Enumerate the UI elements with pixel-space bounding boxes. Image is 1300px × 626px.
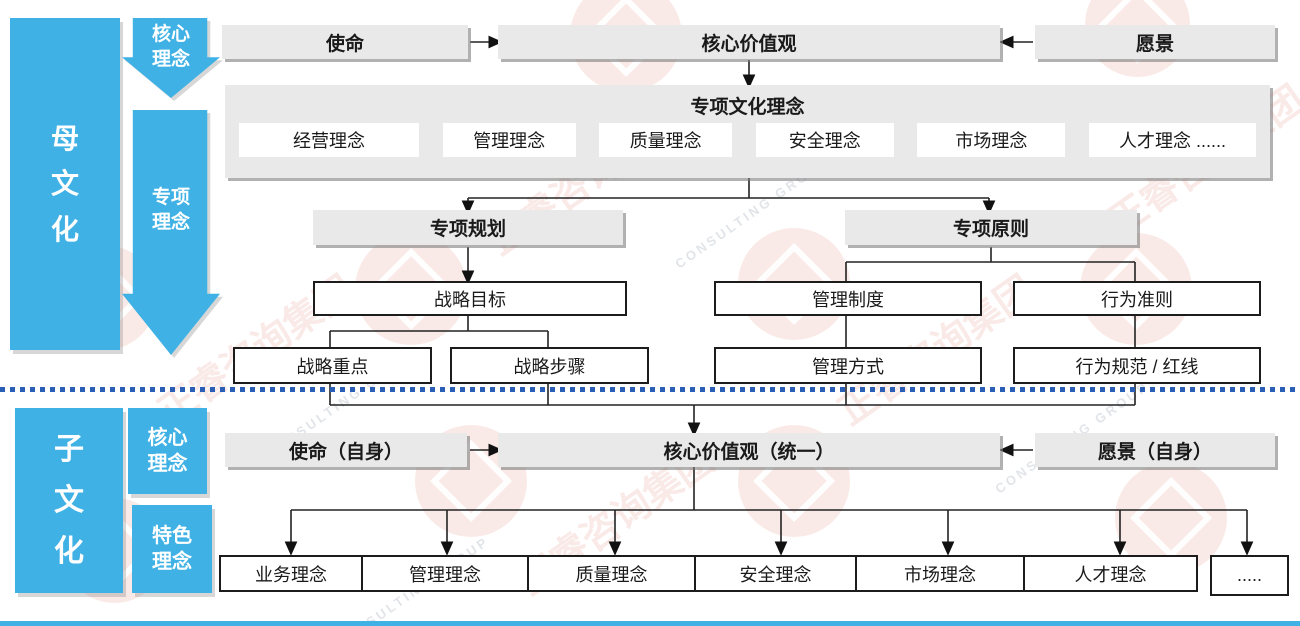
parent-culture-bar: 母文化 bbox=[10, 18, 120, 350]
container-special-culture: 专项文化理念 经营理念 管理理念 质量理念 安全理念 市场理念 人才理念 ...… bbox=[225, 85, 1270, 178]
box-strategic-goal: 战略目标 bbox=[313, 281, 627, 316]
box-behavior-norms: 行为规范 / 红线 bbox=[1013, 347, 1261, 384]
box-market-philosophy: 市场理念 bbox=[917, 123, 1066, 157]
box-core-values-unified: 核心价值观（统一） bbox=[498, 433, 1000, 467]
box-special-planning: 专项规划 bbox=[313, 210, 623, 245]
box-management-method: 管理方式 bbox=[714, 347, 982, 384]
box-code-of-conduct: 行为准则 bbox=[1013, 281, 1261, 316]
dotted-separator bbox=[0, 387, 1300, 392]
core-concept-arrow bbox=[122, 18, 220, 98]
box-market-concept: 市场理念 bbox=[855, 555, 1025, 592]
box-special-principles: 专项原则 bbox=[845, 210, 1137, 245]
child-bottom-row: 业务理念 管理理念 质量理念 安全理念 市场理念 人才理念 bbox=[219, 555, 1198, 592]
box-ellipsis: ..... bbox=[1210, 555, 1289, 596]
box-vision-own: 愿景（自身） bbox=[1035, 433, 1275, 467]
box-talent-concept: 人才理念 bbox=[1023, 555, 1198, 592]
box-quality-concept: 质量理念 bbox=[527, 555, 696, 592]
box-business-philosophy: 经营理念 bbox=[239, 123, 419, 157]
down-arrow-icon bbox=[122, 110, 220, 355]
special-concept-arrow bbox=[122, 110, 220, 355]
box-safety-concept: 安全理念 bbox=[694, 555, 857, 592]
box-management-system: 管理制度 bbox=[714, 281, 982, 316]
box-mission-own: 使命（自身） bbox=[225, 433, 467, 467]
box-safety-philosophy: 安全理念 bbox=[755, 123, 894, 157]
box-management-concept: 管理理念 bbox=[361, 555, 529, 592]
box-strategic-focus: 战略重点 bbox=[233, 347, 432, 384]
box-strategic-steps: 战略步骤 bbox=[450, 347, 649, 384]
parent-culture-label: 母文化 bbox=[50, 122, 79, 245]
box-business-concept: 业务理念 bbox=[219, 555, 363, 592]
child-feature-concept-box: 特色理念 bbox=[132, 505, 212, 593]
core-concept-arrow-label: 核心理念 bbox=[151, 24, 190, 71]
child-core-concept-label: 核心理念 bbox=[147, 427, 188, 475]
special-concept-arrow-label: 专项理念 bbox=[151, 187, 190, 234]
child-feature-concept-label: 特色理念 bbox=[152, 525, 192, 573]
box-mission: 使命 bbox=[222, 25, 468, 59]
box-talent-philosophy: 人才理念 ...... bbox=[1088, 123, 1256, 157]
special-culture-items: 经营理念 管理理念 质量理念 安全理念 市场理念 人才理念 ...... bbox=[239, 123, 1256, 157]
child-culture-bar: 子文化 bbox=[15, 408, 123, 593]
child-culture-label: 子文化 bbox=[54, 433, 84, 568]
box-vision: 愿景 bbox=[1035, 25, 1275, 59]
child-core-concept-box: 核心理念 bbox=[128, 408, 207, 494]
special-culture-title: 专项文化理念 bbox=[690, 97, 805, 118]
box-management-philosophy: 管理理念 bbox=[442, 123, 576, 157]
box-quality-philosophy: 质量理念 bbox=[599, 123, 733, 157]
box-core-values: 核心价值观 bbox=[498, 25, 1000, 59]
footer-accent-bar bbox=[0, 621, 1300, 626]
